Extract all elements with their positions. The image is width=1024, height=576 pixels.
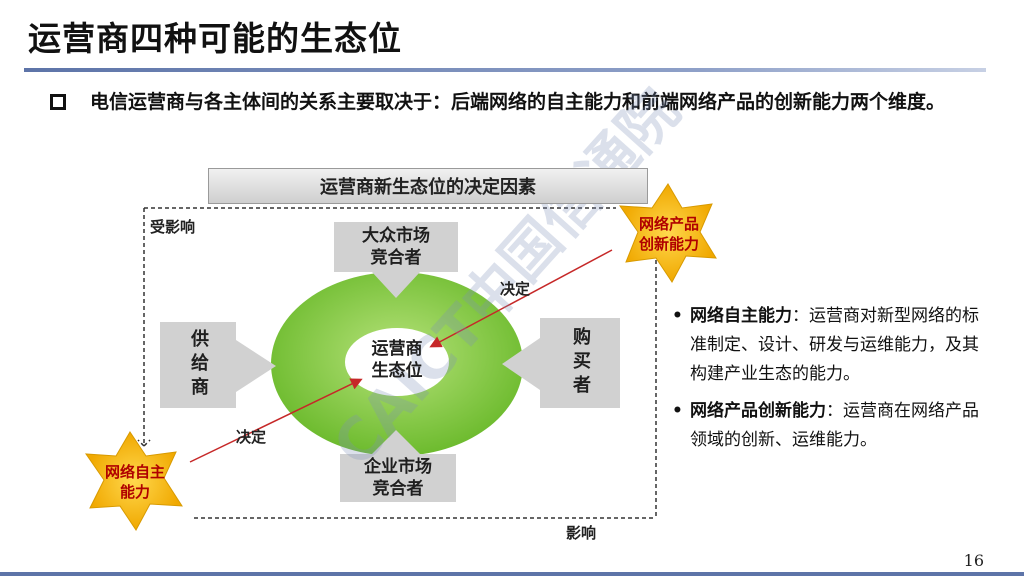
star-network-innovation-label: 网络产品 创新能力	[638, 215, 699, 253]
buyer-label: 购买者	[570, 327, 591, 399]
right-box-shape	[502, 318, 620, 408]
decide-arrow-bottom	[189, 378, 363, 463]
bullet-term: 网络产品创新能力	[690, 401, 826, 421]
mass-market-label: 大众市场 竞合者	[362, 226, 430, 268]
top-box-shape	[334, 222, 458, 298]
influence-boundary	[137, 208, 151, 447]
influenced-label: 受影响	[150, 218, 196, 236]
checkbox-bullet-icon	[50, 94, 66, 110]
page-title: 运营商四种可能的生态位	[28, 19, 402, 58]
bullet-list: • 网络自主能力：运营商对新型网络的标准制定、设计、研发与运维能力，及其构建产业…	[668, 302, 988, 463]
supplier-label: 供给商	[188, 329, 209, 401]
decide-label-top: 决定	[500, 280, 531, 298]
bullet-item: • 网络产品创新能力：运营商在网络产品领域的创新、运维能力。	[668, 397, 988, 455]
bullet-dot: •	[672, 306, 683, 326]
star-bottom-left-shape	[84, 431, 183, 531]
intro-paragraph: 电信运营商与各主体间的关系主要取决于：后端网络的自主能力和前端网络产品的创新能力…	[50, 86, 990, 118]
bottom-box-shape	[340, 430, 456, 502]
enterprise-market-label: 企业市场 竞合者	[364, 457, 432, 499]
bullet-text: ：运营商在网络产品领域的创新、运维能力。	[690, 401, 979, 450]
star-top-right-shape	[619, 183, 717, 283]
decide-label-bottom: 决定	[236, 428, 267, 446]
left-box-shape	[160, 322, 276, 408]
bottom-divider	[0, 572, 1024, 576]
bullet-term: 网络自主能力	[690, 306, 792, 326]
factor-banner: 运营商新生态位的决定因素	[208, 168, 648, 204]
center-ecological-niche: 运营商 生态位	[371, 339, 423, 381]
title-divider	[24, 68, 986, 72]
bullet-dot: •	[672, 401, 683, 421]
influence-label: 影响	[566, 524, 597, 542]
page-number: 16	[963, 551, 984, 570]
bullet-text: ：运营商对新型网络的标准制定、设计、研发与运维能力，及其构建产业生态的能力。	[690, 306, 979, 384]
intro-text: 电信运营商与各主体间的关系主要取决于：后端网络的自主能力和前端网络产品的创新能力…	[90, 91, 946, 113]
star-network-autonomy-label: 网络自主 能力	[104, 463, 165, 501]
bullet-item: • 网络自主能力：运营商对新型网络的标准制定、设计、研发与运维能力，及其构建产业…	[668, 302, 988, 389]
decide-arrow-top	[429, 249, 613, 348]
